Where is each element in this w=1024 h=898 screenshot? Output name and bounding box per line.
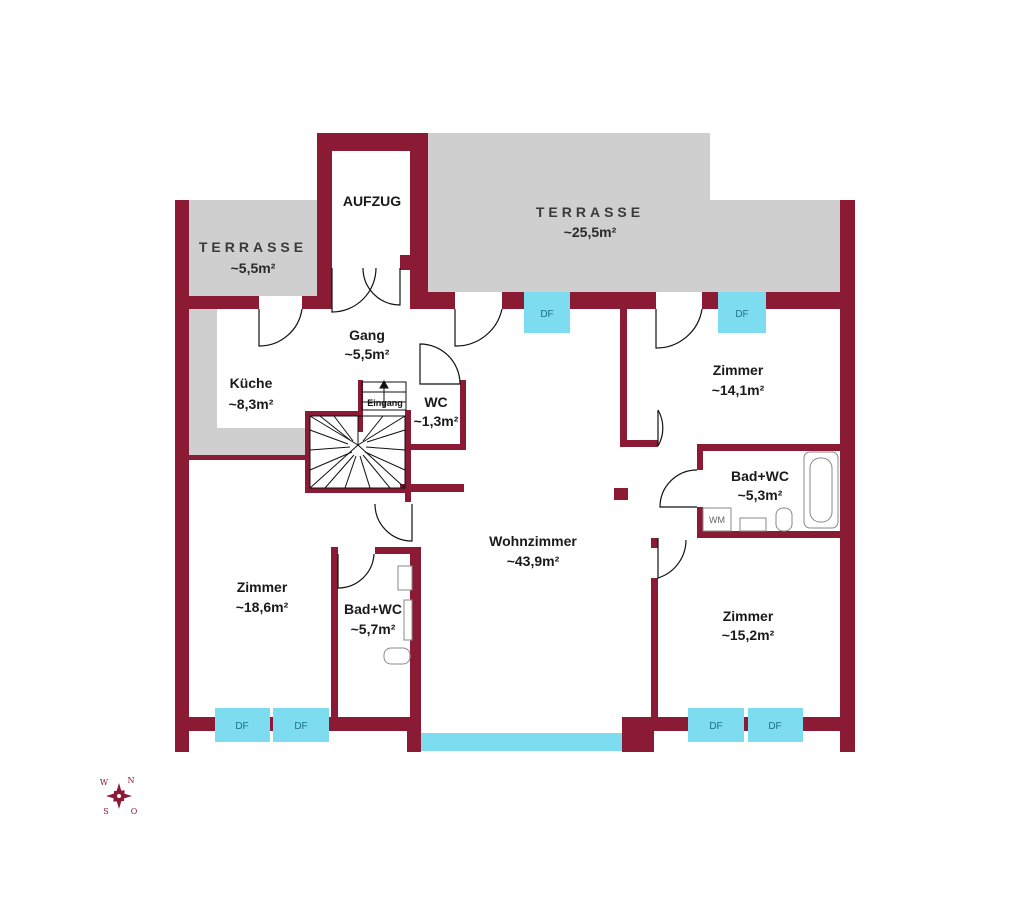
aufzug-label: AUFZUG <box>343 193 401 209</box>
walls <box>175 133 855 752</box>
staircase <box>309 379 407 489</box>
compass-rose: N O S W <box>100 776 138 816</box>
kueche-area: ~8,3m² <box>229 396 274 412</box>
toilet <box>383 647 411 665</box>
skylight: DF <box>688 708 744 742</box>
skylight-label: DF <box>294 721 307 732</box>
toilet <box>775 507 793 532</box>
wohnzimmer-name: Wohnzimmer <box>489 533 577 549</box>
washing-machine <box>702 507 732 532</box>
bad-w-name: Bad+WC <box>344 601 402 617</box>
wc-area: ~1,3m² <box>414 413 459 429</box>
wc-name: WC <box>424 394 447 410</box>
gang-area: ~5,5m² <box>345 346 390 362</box>
compass-n: N <box>128 776 135 785</box>
compass-w: W <box>100 778 109 787</box>
gang-name: Gang <box>349 327 385 343</box>
terraces <box>189 133 840 296</box>
skylight-label: DF <box>540 309 553 320</box>
terrace-north-area <box>428 133 840 292</box>
terrace-north-area-label: ~25,5m² <box>564 224 617 240</box>
skylight-label: DF <box>768 721 781 732</box>
terrace-west-name: TERRASSE <box>199 239 307 255</box>
skylight: DF <box>524 292 570 333</box>
skylight: DF <box>273 708 329 742</box>
skylight: DF <box>215 708 270 742</box>
terrace-west-area <box>189 200 317 296</box>
zimmer-w-area: ~18,6m² <box>236 599 289 615</box>
zimmer-w-name: Zimmer <box>237 579 288 595</box>
zimmer-ne-area: ~14,1m² <box>712 382 765 398</box>
terrace-west-area-label: ~5,5m² <box>231 260 276 276</box>
skylight-label: DF <box>735 309 748 320</box>
skylight-label: DF <box>709 721 722 732</box>
sink <box>397 565 413 591</box>
sink <box>739 517 767 532</box>
window-south <box>421 733 622 751</box>
bad-e-name: Bad+WC <box>731 468 789 484</box>
fixtures: WM <box>383 451 839 665</box>
terrace-north-name: TERRASSE <box>536 204 644 220</box>
bad-e-area: ~5,3m² <box>738 487 783 503</box>
labels: TERRASSE ~5,5m² TERRASSE ~25,5m² AUFZUG … <box>199 193 789 643</box>
kueche-name: Küche <box>230 375 273 391</box>
wohnzimmer-area: ~43,9m² <box>507 553 560 569</box>
skylight: DF <box>748 708 803 742</box>
bad-w-area: ~5,7m² <box>351 621 396 637</box>
eingang-label: Eingang <box>367 398 403 408</box>
compass-o: O <box>131 807 138 816</box>
washing-machine-label: WM <box>709 515 725 525</box>
zimmer-ne-name: Zimmer <box>713 362 764 378</box>
skylight: DF <box>718 292 766 333</box>
zimmer-se-area: ~15,2m² <box>722 627 775 643</box>
compass-s: S <box>103 807 108 816</box>
kitchen-counter <box>189 309 306 455</box>
skylight-label: DF <box>235 721 248 732</box>
skylights: DF DF DF DF DF DF <box>215 292 803 751</box>
doors <box>258 267 703 589</box>
zimmer-se-name: Zimmer <box>723 608 774 624</box>
